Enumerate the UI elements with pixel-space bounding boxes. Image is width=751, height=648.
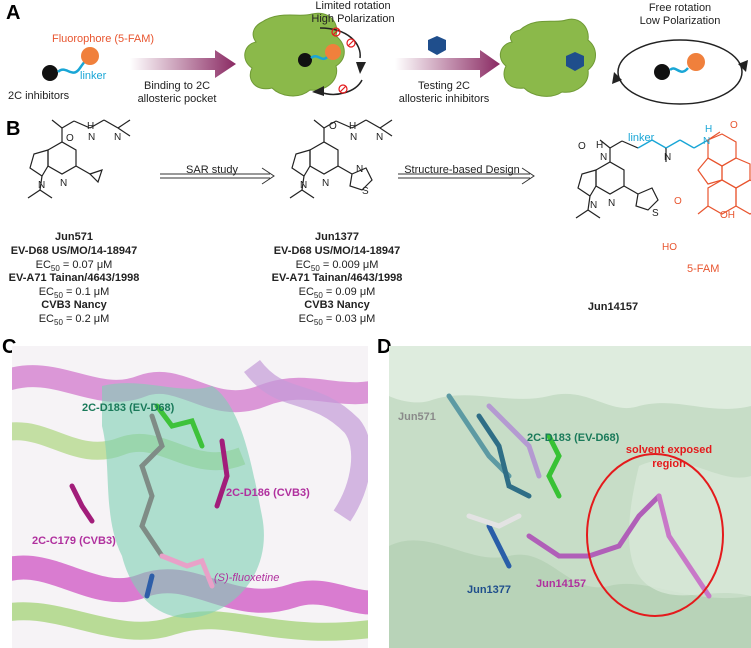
panel-label-a: A	[6, 2, 21, 24]
compound-jun14157-name: Jun14157	[587, 301, 639, 313]
label-2c-d186: 2C-D186 (CVB3)	[226, 487, 310, 499]
allosteric-inhibitor-hexagon	[428, 36, 446, 55]
binding-label-1: Binding to 2C	[143, 80, 211, 92]
atom-s: S	[652, 208, 659, 219]
atom-n: N	[600, 152, 608, 163]
strain-cvb3: CVB3 Nancy	[41, 299, 107, 311]
atom-n: N	[356, 164, 364, 175]
label-2c-d183-d: 2C-D183 (EV-D68)	[527, 432, 620, 444]
atom-h: H	[705, 124, 713, 135]
atom-n: N	[664, 152, 672, 163]
free-label-1: Free rotation	[648, 2, 712, 14]
inhibitor-dot	[42, 65, 58, 81]
panel-d-structure-image	[389, 346, 751, 648]
strain-ev-a71: EV-A71 Tainan/4643/1998	[8, 272, 140, 284]
strain-ev-a71: EV-A71 Tainan/4643/1998	[271, 272, 403, 284]
panel-c-structure-image	[12, 346, 368, 648]
atom-s: S	[362, 186, 369, 197]
compound-jun571-name: Jun571	[55, 231, 93, 243]
arrow-testing	[395, 50, 500, 78]
atom-n: N	[300, 180, 308, 191]
atom-o: O	[329, 121, 337, 132]
ec50-value: EC50 = 0.1 μM	[38, 286, 110, 301]
label-jun14157: Jun14157	[536, 578, 587, 590]
atom-n: N	[114, 132, 122, 143]
sar-study-label: SAR study	[186, 164, 238, 176]
atom-o: O	[578, 141, 586, 152]
atom-n: N	[322, 178, 330, 189]
protein-2c-inhibited	[499, 18, 596, 97]
ec50-value: EC50 = 0.03 μM	[298, 313, 376, 328]
strain-cvb3: CVB3 Nancy	[304, 299, 370, 311]
panel-label-d: D	[377, 336, 392, 358]
testing-label-2: allosteric inhibitors	[398, 93, 490, 105]
free-label-2: Low Polarization	[639, 15, 721, 27]
ec50-value: EC50 = 0.2 μM	[38, 313, 110, 328]
testing-label-1: Testing 2C	[418, 80, 470, 92]
panel-label-b: B	[6, 118, 21, 140]
protein-2c-bound	[244, 12, 345, 97]
atom-n: N	[38, 180, 46, 191]
label-2c-d183-c: 2C-D183 (EV-D68)	[82, 402, 175, 414]
atom-h: H	[349, 121, 357, 132]
atom-n: N	[376, 132, 384, 143]
label-jun1377: Jun1377	[467, 584, 512, 596]
atom-n: N	[350, 132, 358, 143]
label-solvent-2: region	[652, 458, 686, 470]
linker-label-b: linker	[628, 132, 655, 144]
strain-ev-d68: EV-D68 US/MO/14-18947	[10, 245, 138, 257]
inhibitors-label: 2C inhibitors	[8, 90, 70, 102]
limited-label-1: Limited rotation	[315, 0, 391, 12]
strain-ev-d68: EV-D68 US/MO/14-18947	[273, 245, 401, 257]
atom-o: O	[730, 120, 738, 131]
atom-n: N	[60, 178, 68, 189]
atom-n: N	[703, 136, 711, 147]
free-rotation-ellipse	[617, 39, 743, 105]
fam-label: 5-FAM	[687, 263, 720, 275]
panel-a-graphic	[42, 12, 748, 105]
label-fluoxetine: (S)-fluoxetine	[214, 572, 280, 584]
label-solvent-1: solvent exposed	[625, 444, 713, 456]
fluorophore-dot	[81, 47, 99, 65]
atom-h: H	[87, 121, 95, 132]
atom-o: O	[66, 133, 74, 144]
linker-label: linker	[80, 70, 107, 82]
fluorophore-label: Fluorophore (5-FAM)	[52, 33, 155, 45]
compound-jun1377-name: Jun1377	[314, 231, 360, 243]
ec50-value: EC50 = 0.09 μM	[298, 286, 376, 301]
atom-ho: HO	[662, 242, 677, 253]
atom-oh: OH	[720, 210, 735, 221]
label-jun571: Jun571	[398, 411, 436, 423]
arrow-binding	[130, 50, 236, 78]
limited-label-2: High Polarization	[311, 13, 395, 25]
structure-based-design-label: Structure-based Design	[404, 164, 520, 176]
label-2c-c179: 2C-C179 (CVB3)	[32, 535, 116, 547]
ec50-value: EC50 = 0.07 μM	[35, 259, 113, 274]
atom-o: O	[674, 196, 682, 207]
atom-n: N	[88, 132, 96, 143]
binding-label-2: allosteric pocket	[137, 93, 217, 105]
atom-n: N	[590, 200, 598, 211]
ec50-value: EC50 = 0.009 μM	[295, 259, 379, 274]
panel-b-structures	[27, 119, 751, 219]
atom-h: H	[596, 140, 604, 151]
atom-n: N	[608, 198, 616, 209]
